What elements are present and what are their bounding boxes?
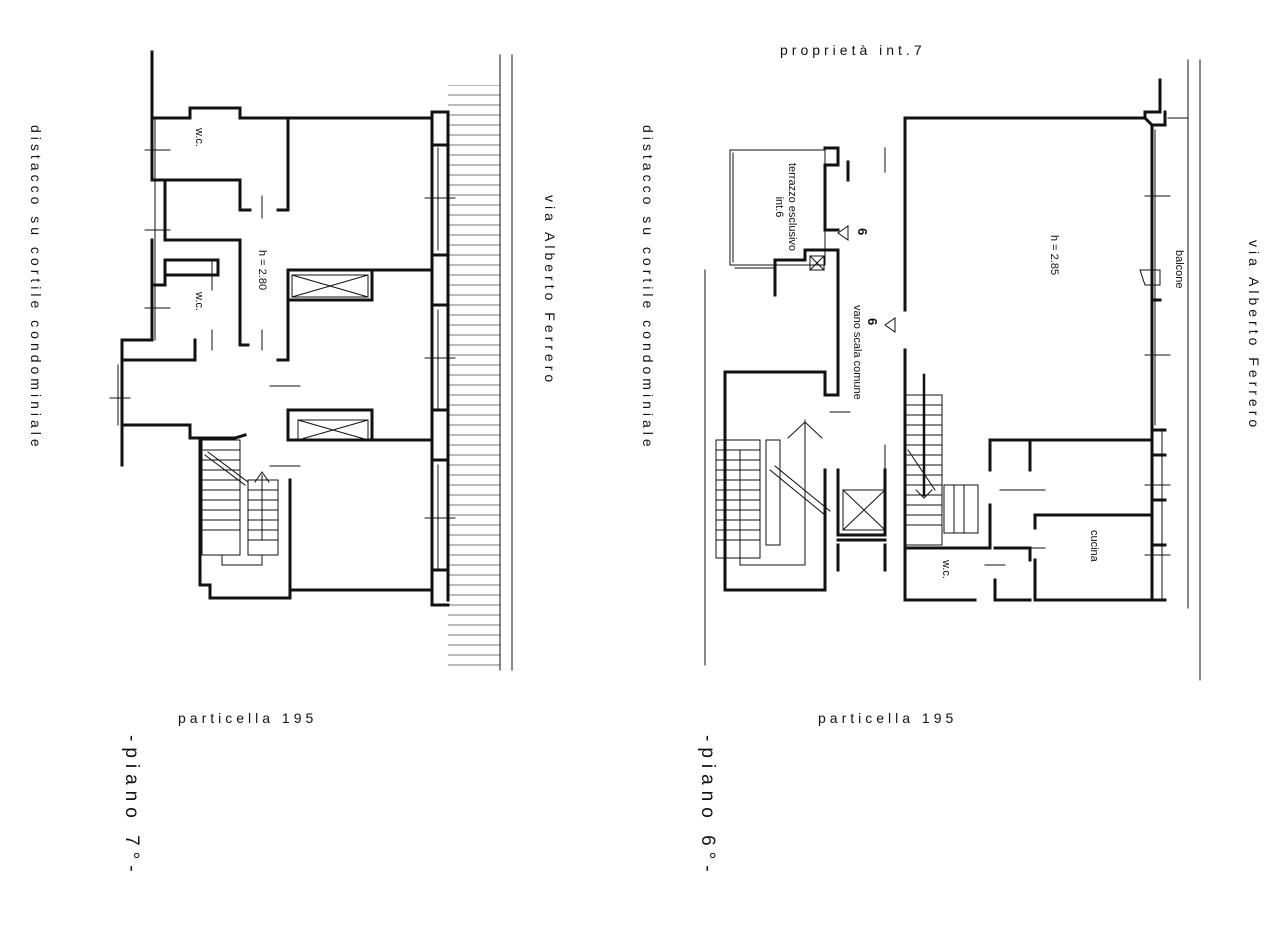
street-hatch-left: [448, 85, 500, 670]
staircase-right: [715, 419, 831, 566]
staircase-left: [201, 439, 279, 566]
courtyard-label-right: distacco su cortile condominiale: [640, 125, 656, 451]
interior-lines-left: [109, 117, 456, 569]
elevator-shafts-left: [291, 274, 369, 441]
unit-number-top: 6: [855, 228, 870, 236]
floor-title-7: -piano 7°-: [121, 735, 142, 878]
parcel-label-left: particella 195: [178, 710, 318, 726]
street-label-left: via Alberto Ferrero: [542, 195, 558, 387]
kitchen-label: cucina: [1088, 530, 1100, 562]
elevator-shaft-right: [809, 255, 886, 531]
neighbor-label: proprietà int.7: [780, 42, 926, 58]
wc-label-lower-left: w.c.: [193, 292, 205, 311]
street-label-right: via Alberto Ferrero: [1246, 240, 1262, 432]
outer-walls-right: [723, 78, 1167, 602]
wc-label-upper-left: w.c.: [193, 128, 205, 147]
floor-title-6: -piano 6°-: [697, 735, 718, 878]
interior-lines-right: [729, 117, 1189, 601]
wc-label-right: w.c.: [940, 560, 952, 579]
staircase-inner-right: [905, 373, 979, 546]
balcony-label: balcone: [1173, 250, 1185, 289]
plan-floor-7: [109, 50, 513, 671]
height-label-left: h = 2.80: [256, 250, 268, 291]
plan-floor-6: [704, 59, 1201, 681]
outer-walls-left: [120, 50, 450, 607]
parcel-label-right: particella 195: [818, 710, 958, 726]
unit-number-mid: 6: [865, 318, 880, 326]
courtyard-label-left: distacco su cortile condominiale: [28, 125, 44, 451]
stair-label: vano scala comune: [851, 305, 863, 400]
height-label-right: h = 2.85: [1048, 235, 1060, 276]
terrace-label: terrazzo esclusivo int.6: [773, 162, 798, 252]
